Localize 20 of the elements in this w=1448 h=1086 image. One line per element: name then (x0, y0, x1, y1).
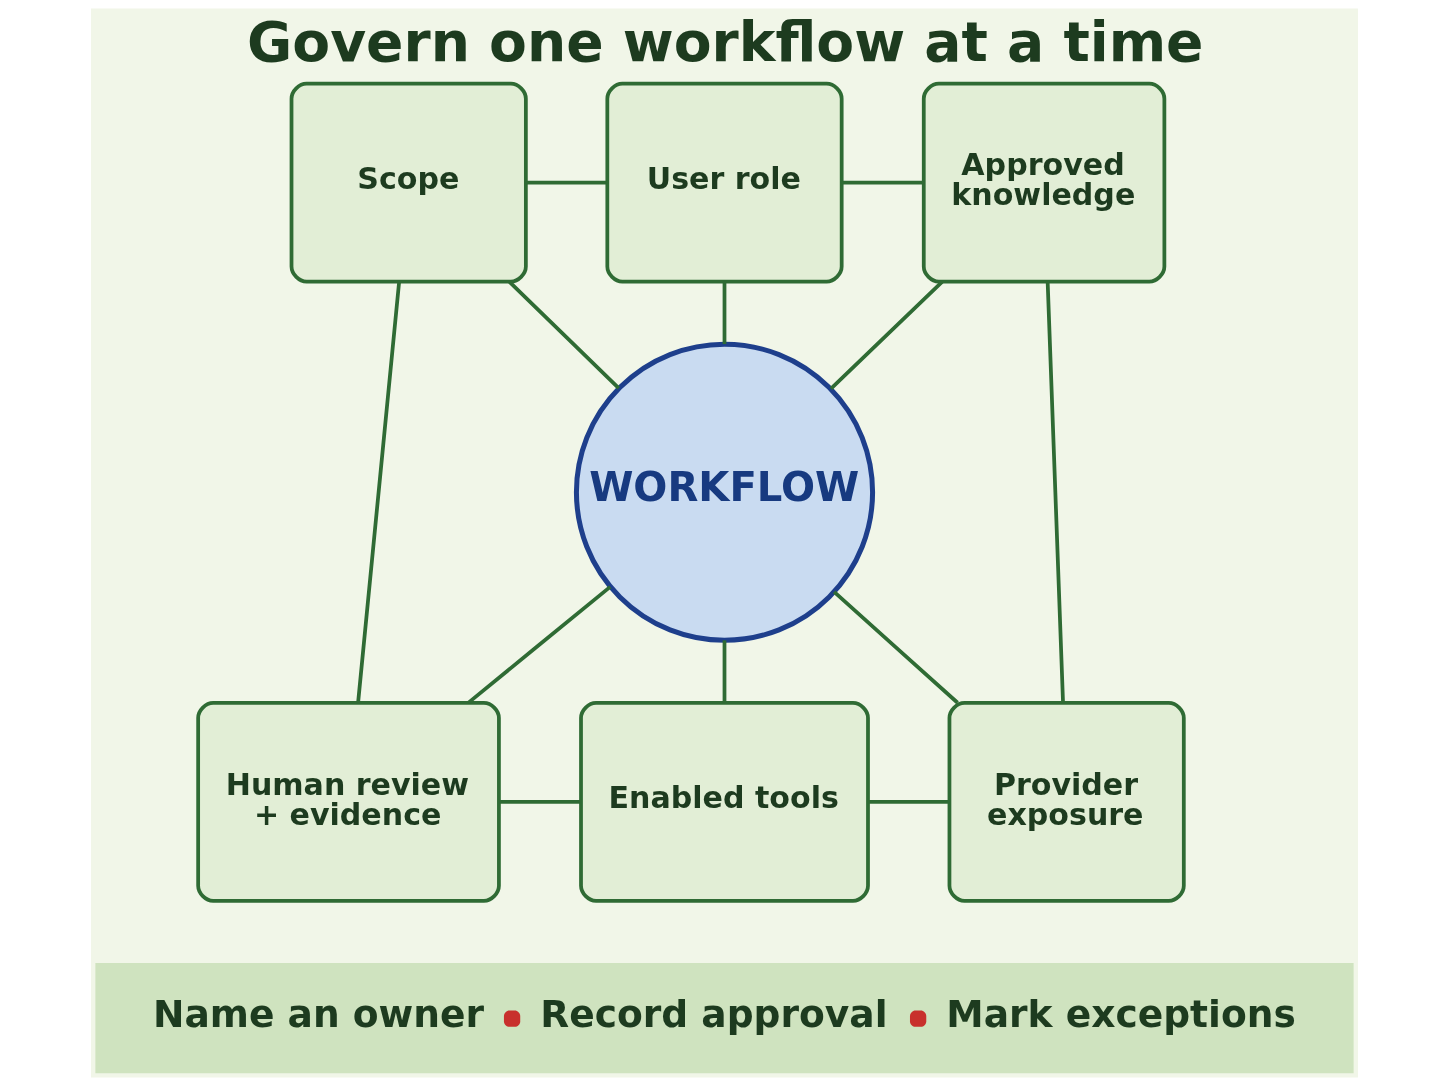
node-box: Name an owner Record approval Mark exceptions (94, 962, 1354, 1074)
node-box: Enabled tools (578, 701, 870, 903)
connector (507, 280, 620, 390)
node-box: Provider exposure (947, 701, 1186, 903)
connector (832, 590, 959, 705)
connector (722, 281, 726, 345)
node-box: Human review + evidence (195, 701, 501, 903)
connector (1045, 281, 1065, 703)
connector (498, 800, 581, 804)
connector (355, 281, 401, 703)
node-circle: WORKFLOW (573, 341, 875, 643)
connector (841, 180, 924, 185)
node-box: User role (604, 81, 844, 284)
diagram-title: Govern one workflow at a time (246, 10, 1203, 75)
connector (829, 280, 943, 390)
node-box: Scope (289, 81, 528, 284)
connector (722, 640, 726, 703)
connector (525, 180, 607, 185)
connector (867, 800, 949, 804)
node-box: Approved knowledge (921, 81, 1166, 284)
